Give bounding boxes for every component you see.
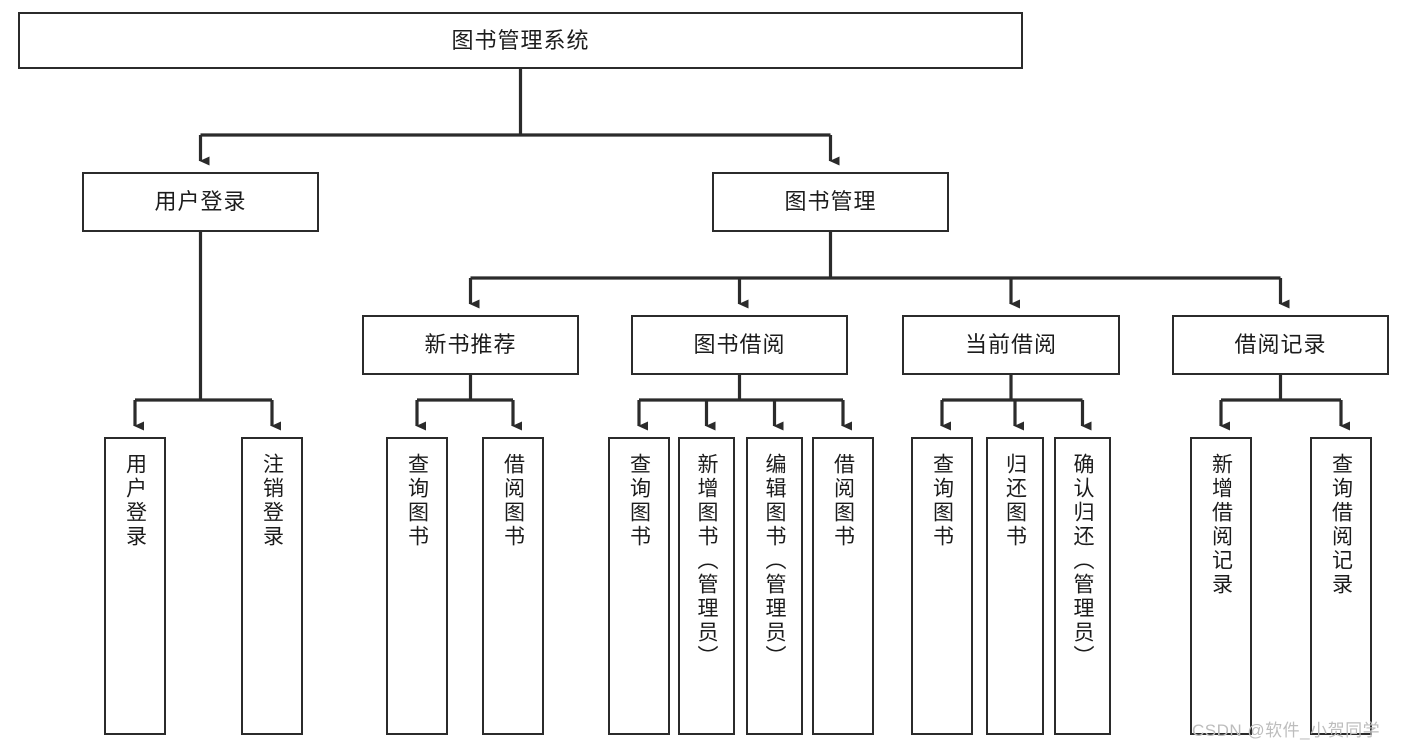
node-leaf-query-book-cur[interactable]: 查询图书	[911, 437, 973, 735]
node-leaf-confirm-return-admin[interactable]: 确认归还（管理员）	[1054, 437, 1111, 735]
node-leaf-query-book-rec-label: 查询图书	[405, 453, 429, 549]
node-book-manage-label: 图书管理	[784, 189, 877, 215]
node-current-borrow[interactable]: 当前借阅	[902, 315, 1120, 375]
node-borrow-record-label: 借阅记录	[1234, 332, 1327, 358]
node-leaf-user-logout-label: 注销登录	[260, 453, 284, 549]
node-leaf-query-book-cur-label: 查询图书	[930, 453, 954, 549]
node-leaf-query-book-borrow[interactable]: 查询图书	[608, 437, 670, 735]
node-leaf-query-book-borrow-label: 查询图书	[627, 453, 651, 549]
node-leaf-borrow-book-label: 借阅图书	[831, 453, 855, 549]
node-new-book-rec[interactable]: 新书推荐	[362, 315, 579, 375]
node-leaf-add-borrow-record-label: 新增借阅记录	[1209, 453, 1233, 597]
node-leaf-add-book-admin[interactable]: 新增图书（管理员）	[678, 437, 735, 735]
node-leaf-return-book[interactable]: 归还图书	[986, 437, 1044, 735]
node-user-login[interactable]: 用户登录	[82, 172, 319, 232]
node-leaf-add-borrow-record[interactable]: 新增借阅记录	[1190, 437, 1252, 735]
node-leaf-borrow-book-rec-label: 借阅图书	[501, 453, 525, 549]
node-leaf-edit-book-admin-label: 编辑图书（管理员）	[763, 453, 786, 669]
csdn-watermark: CSDN @软件_小贺同学	[1192, 721, 1381, 740]
node-leaf-query-borrow-record-label: 查询借阅记录	[1329, 453, 1353, 597]
node-borrow-record[interactable]: 借阅记录	[1172, 315, 1389, 375]
node-current-borrow-label: 当前借阅	[964, 332, 1057, 358]
node-leaf-borrow-book-rec[interactable]: 借阅图书	[482, 437, 544, 735]
node-new-book-rec-label: 新书推荐	[424, 332, 517, 358]
node-leaf-confirm-return-admin-label: 确认归还（管理员）	[1071, 453, 1094, 669]
node-leaf-return-book-label: 归还图书	[1003, 453, 1027, 549]
node-leaf-edit-book-admin[interactable]: 编辑图书（管理员）	[746, 437, 803, 735]
node-leaf-user-logout[interactable]: 注销登录	[241, 437, 303, 735]
connector-group	[133, 69, 1350, 431]
node-book-manage[interactable]: 图书管理	[712, 172, 949, 232]
node-leaf-add-book-admin-label: 新增图书（管理员）	[695, 453, 718, 669]
node-leaf-borrow-book[interactable]: 借阅图书	[812, 437, 874, 735]
node-user-login-label: 用户登录	[154, 189, 247, 215]
node-book-borrow-label: 图书借阅	[693, 332, 786, 358]
node-leaf-user-login[interactable]: 用户登录	[104, 437, 166, 735]
node-root-label: 图书管理系统	[451, 27, 590, 53]
node-book-borrow[interactable]: 图书借阅	[631, 315, 848, 375]
node-root[interactable]: 图书管理系统	[18, 12, 1023, 69]
node-leaf-query-borrow-record[interactable]: 查询借阅记录	[1310, 437, 1372, 735]
node-leaf-user-login-label: 用户登录	[123, 453, 147, 549]
node-leaf-query-book-rec[interactable]: 查询图书	[386, 437, 448, 735]
